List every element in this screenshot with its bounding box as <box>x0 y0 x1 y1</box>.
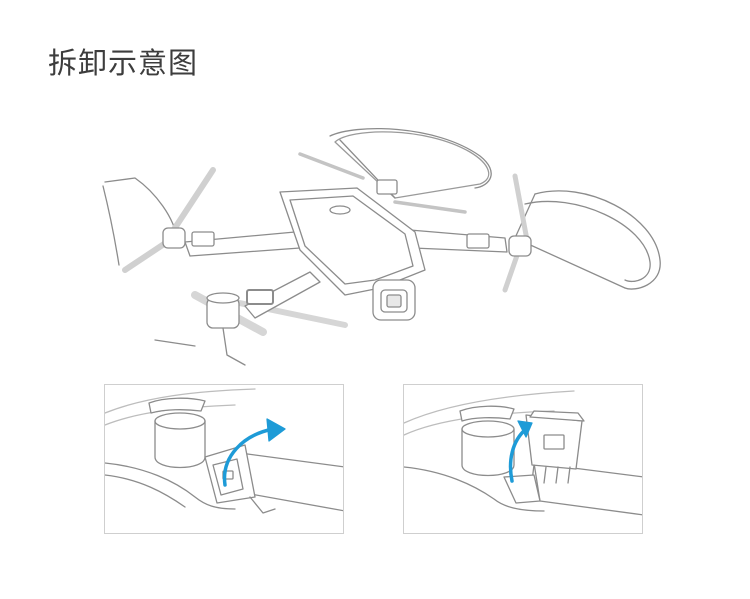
detail-panel-release <box>403 384 643 534</box>
page-title: 拆卸示意图 <box>48 46 199 80</box>
detail-panel-rotate <box>104 384 344 534</box>
drone-illustration <box>95 120 675 370</box>
guard-clip-release-arrow-icon <box>404 390 642 516</box>
drone-with-propeller-guards-icon <box>102 127 661 366</box>
guard-clip-rotate-arrow-icon <box>105 388 343 514</box>
